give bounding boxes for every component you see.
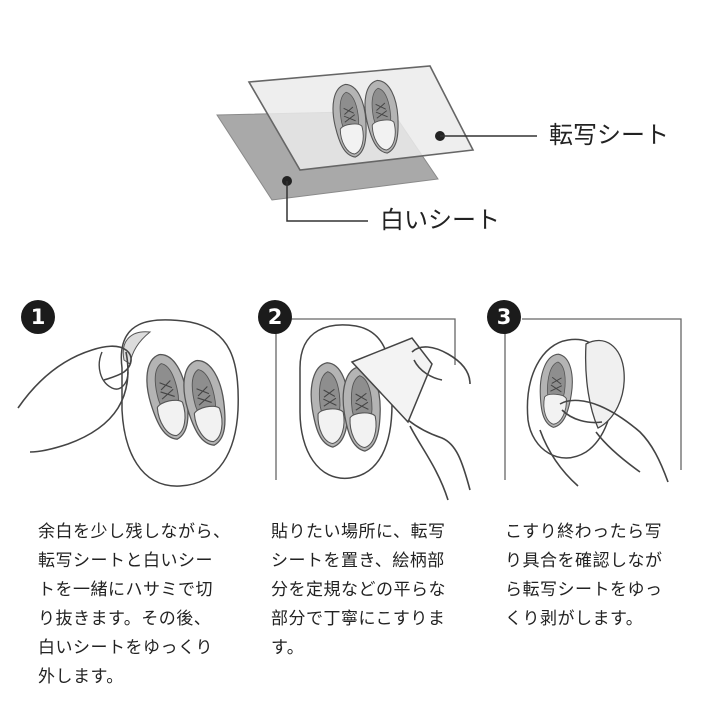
- step2-line: 部分で丁寧にこすりま: [271, 609, 446, 629]
- step2-line: 分を定規などの平らな: [271, 580, 446, 600]
- transfer-sheet-label: 転写シート: [549, 121, 669, 149]
- step2-line: シートを置き、絵柄部: [271, 551, 445, 571]
- step3-line: くり剥がします。: [505, 609, 644, 629]
- step3-badge: 3: [487, 300, 521, 334]
- sheets-illustration: [216, 65, 475, 201]
- step1-line: 余白を少し残しながら、: [38, 522, 231, 542]
- step2-illustration: [275, 318, 471, 501]
- hand-icon: [407, 346, 471, 501]
- step3-line: こすり終わったら写: [505, 522, 663, 542]
- step2-text: 貼りたい場所に、転写 シートを置き、絵柄部 分を定規などの平らな 部分で丁寧にこ…: [271, 518, 446, 663]
- step1-line: 白いシートをゆっくり: [38, 638, 213, 658]
- step1-line: り抜きます。その後、: [38, 609, 212, 629]
- step1-badge: 1: [21, 300, 55, 334]
- step3-line: ら転写シートをゆっ: [505, 580, 663, 600]
- step1-illustration: [17, 319, 239, 487]
- step3-text: こすり終わったら写 り具合を確認しなが ら転写シートをゆっ くり剥がします。: [505, 518, 663, 634]
- step3-frame: [522, 318, 682, 470]
- step1-text: 余白を少し残しながら、 転写シートと白いシー トを一緒にハサミで切 り抜きます。…: [38, 518, 231, 692]
- step2-badge: 2: [258, 300, 292, 334]
- white-sheet-leader: [286, 181, 368, 222]
- step3-line: り具合を確認しなが: [505, 551, 663, 571]
- step2-line: 貼りたい場所に、転写: [271, 522, 446, 542]
- step1-line: トを一緒にハサミで切: [38, 580, 213, 600]
- hand-icon: [17, 345, 132, 453]
- ruler: [350, 337, 433, 424]
- hand-icon: [539, 399, 669, 487]
- step1-line: 転写シートと白いシー: [38, 551, 213, 571]
- step1-line: 外します。: [38, 667, 124, 687]
- peeled-sheet: [584, 339, 625, 429]
- step2-frame: [288, 318, 456, 365]
- step2-line: す。: [271, 638, 305, 658]
- step3-illustration: [504, 318, 682, 487]
- white-sheet-label: 白いシート: [380, 206, 500, 234]
